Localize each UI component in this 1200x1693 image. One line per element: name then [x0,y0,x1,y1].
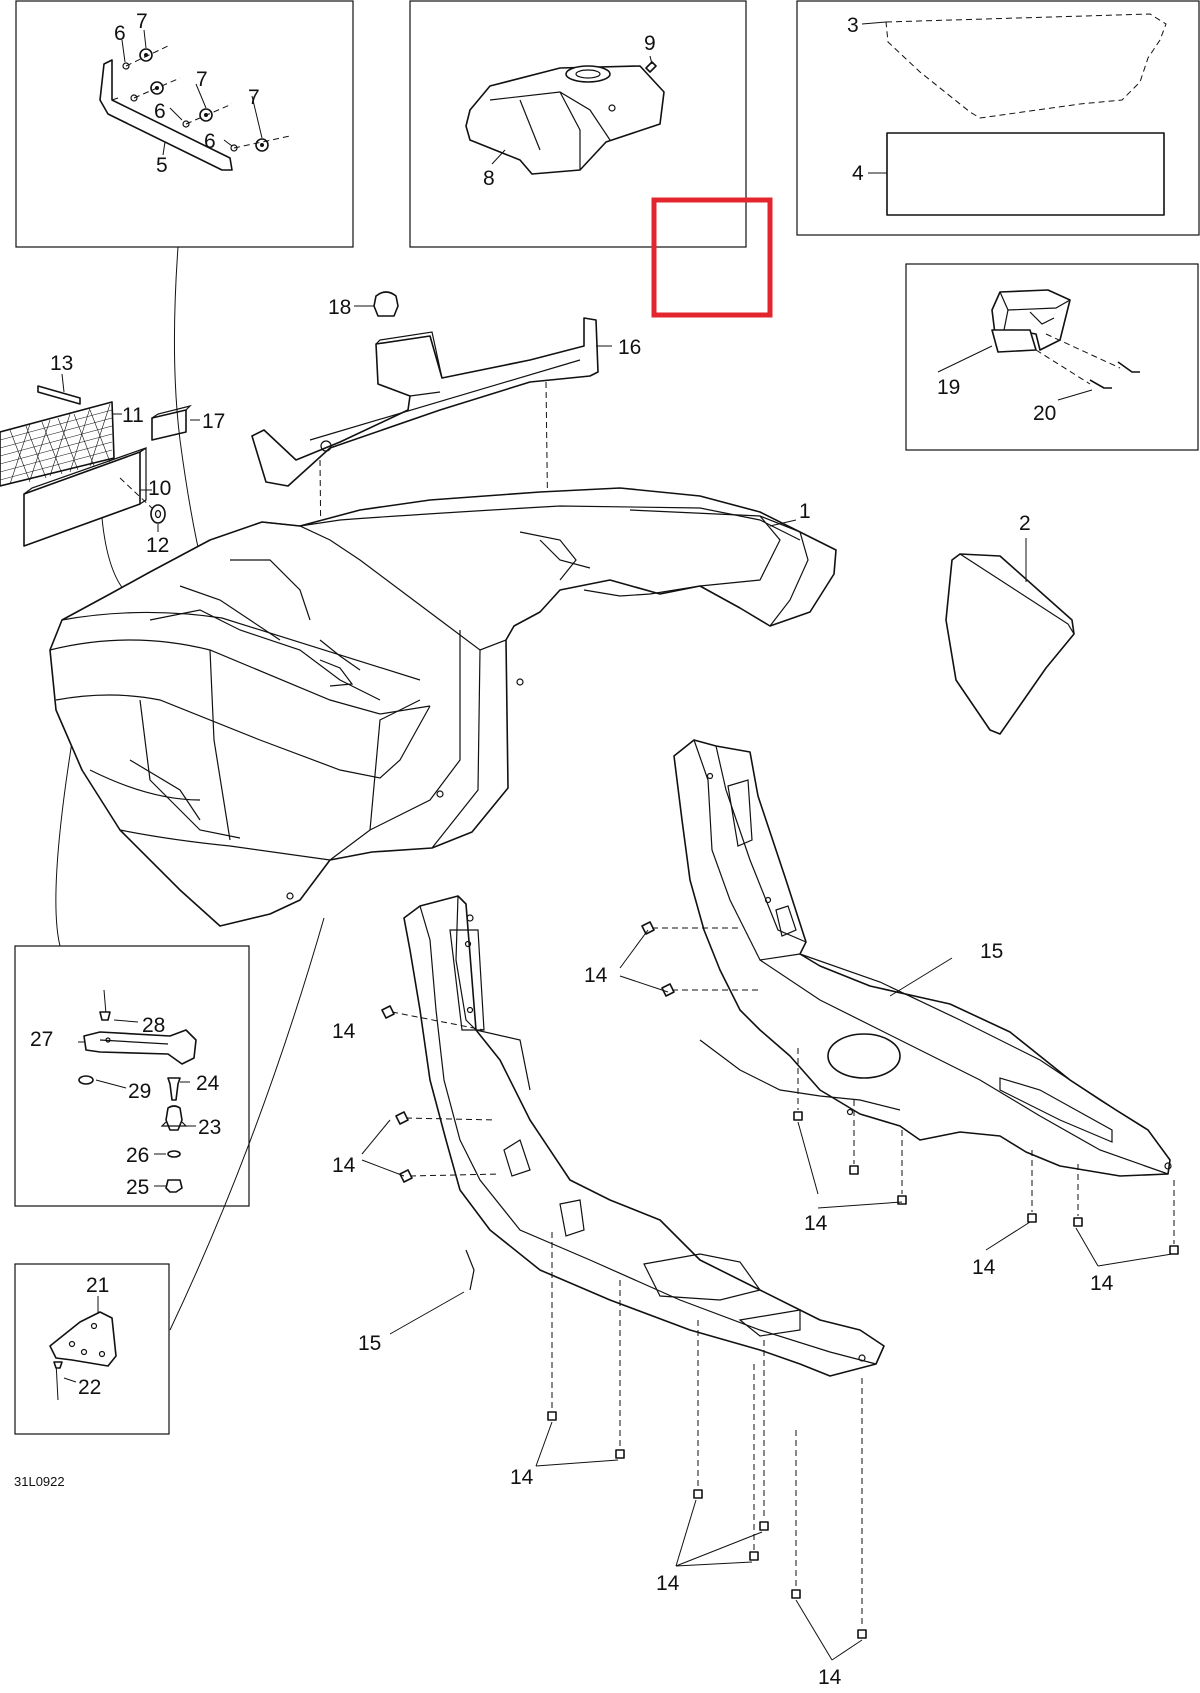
callout-26: 26 [126,1144,149,1167]
inset5-parts [78,989,197,1193]
callout-6-c: 6 [204,130,216,153]
callout-14-l5: 14 [818,1666,842,1689]
highlight-box [651,197,773,318]
callout-10: 10 [148,477,171,500]
callout-7-b: 7 [196,68,208,91]
callout-7-c: 7 [248,86,260,109]
part-5-trim-strip [99,44,291,171]
callout-14-l2: 14 [332,1154,356,1177]
callout-1: 1 [799,500,811,523]
callout-24: 24 [196,1072,220,1095]
part-2-panel [945,538,1075,735]
callout-23: 23 [198,1116,221,1139]
callout-12: 12 [146,534,169,557]
inset-box-parts-23-29 [14,945,250,1207]
part-18-bumper [354,291,399,317]
callout-6-b: 6 [154,100,166,123]
fasteners-14-left [361,1005,867,1661]
part-17-pad [151,404,200,441]
callout-14-l4: 14 [656,1572,680,1595]
callout-27: 27 [30,1028,53,1051]
inset-box-fasteners-5-7 [15,0,354,248]
callout-25: 25 [126,1176,149,1199]
callout-16: 16 [618,336,641,359]
inset6-parts [49,1296,117,1401]
callout-22: 22 [78,1376,101,1399]
callout-14-r2: 14 [804,1212,828,1235]
diagram-code: 31L0922 [14,1474,65,1489]
part-13-screw [37,373,81,405]
callout-13: 13 [50,352,73,375]
callout-14-l1: 14 [332,1020,356,1043]
part-15-right-bottom-pan [673,739,1172,1177]
part-12-washer [150,504,166,532]
callout-11: 11 [122,404,144,427]
callout-labels: 1 2 3 4 5 6 6 6 7 7 7 8 9 10 11 12 13 14… [14,10,1114,1689]
part-3-decal-outline [885,13,1167,119]
callout-29: 29 [128,1080,151,1103]
callout-leaders-inset1 [121,29,263,156]
callout-2: 2 [1019,512,1031,535]
callout-15-left: 15 [358,1332,381,1355]
fasteners-14-right [619,921,1179,1267]
leader-inset6-to-hood [169,917,325,1331]
callout-4: 4 [852,162,864,185]
callout-15-right: 15 [980,940,1003,963]
part-10-foam-block [23,446,147,547]
callout-21: 21 [86,1274,109,1297]
part-4-label-panel [886,132,1165,216]
callout-5: 5 [156,154,168,177]
callout-6-a: 6 [114,22,126,45]
callout-14-r3: 14 [972,1256,996,1279]
callout-20: 20 [1033,402,1056,425]
callout-28: 28 [142,1014,165,1037]
callout-14-l3: 14 [510,1466,534,1489]
callout-14-r4: 14 [1090,1272,1114,1295]
part-1-hood [49,487,837,927]
callout-9: 9 [644,32,656,55]
callout-3: 3 [847,14,859,37]
callout-7-a: 7 [136,10,148,33]
part-8-cover [465,55,665,175]
callout-14-r1: 14 [584,964,608,987]
callout-19: 19 [937,376,960,399]
callout-18: 18 [328,296,351,319]
part-16-bracket [251,317,612,487]
part-19-bracket [937,289,1140,401]
part-11-mesh-panel [0,401,115,487]
callout-17: 17 [202,410,225,433]
callout-8: 8 [483,167,495,190]
